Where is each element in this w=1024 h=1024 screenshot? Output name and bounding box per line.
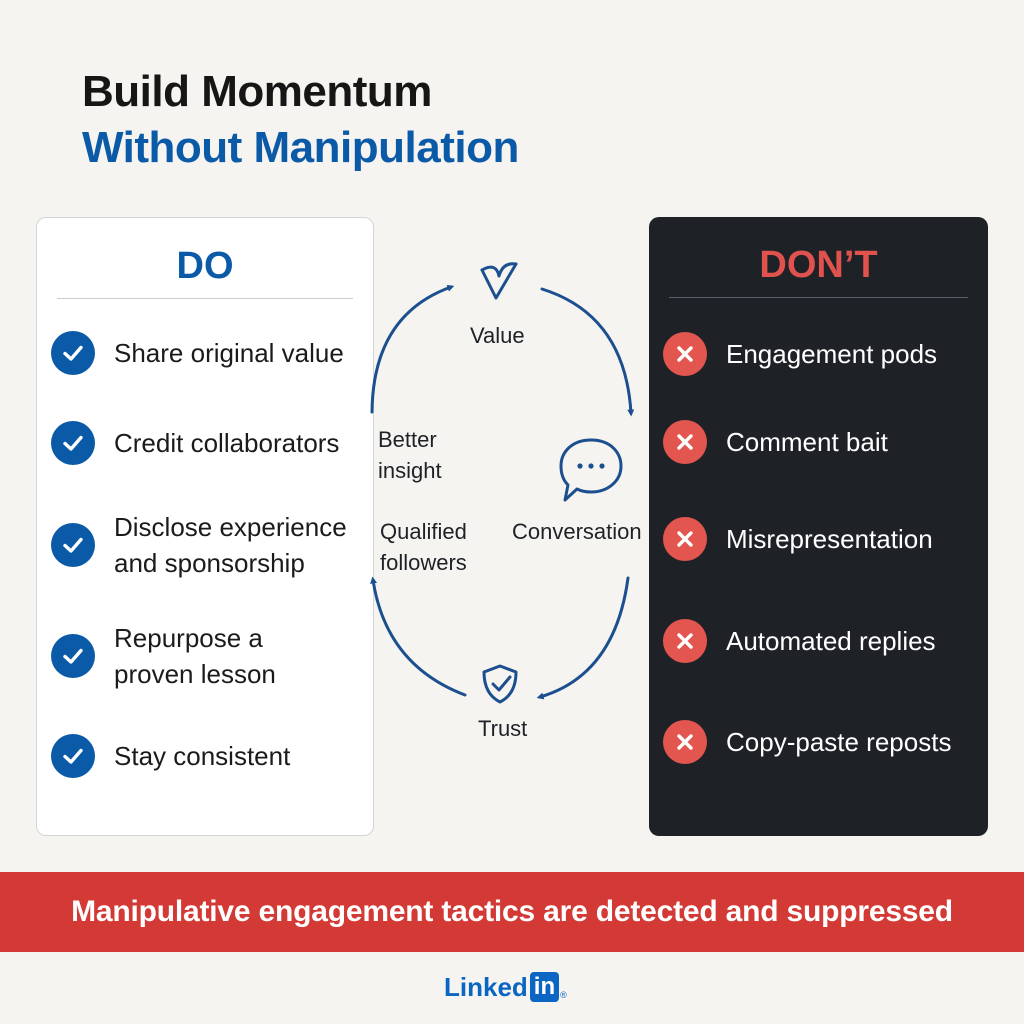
logo-wordmark: Linked (444, 971, 528, 1002)
x-icon (663, 517, 707, 561)
do-item: Disclose experience and sponsorship (51, 509, 365, 581)
dont-item-label: Comment bait (726, 427, 888, 457)
dont-item: Misrepresentation (663, 517, 980, 561)
dont-item-label: Misrepresentation (726, 524, 933, 554)
do-item-label: Repurpose a proven lesson (114, 623, 276, 689)
logo-in-box: in (529, 972, 560, 1002)
do-heading: DO (176, 245, 234, 287)
title-line-1: Build Momentum (82, 67, 432, 116)
do-item-label: Credit collaborators (114, 428, 340, 458)
do-item: Credit collaborators (51, 421, 365, 465)
check-icon (51, 734, 95, 778)
heart-check-icon (480, 262, 518, 300)
dont-item-label: Engagement pods (726, 339, 938, 369)
do-item-label: Stay consistent (114, 741, 291, 771)
cycle-label-trust: Trust (478, 716, 528, 741)
dont-item: Automated replies (663, 619, 980, 663)
do-item-label: Disclose experience and sponsorship (114, 512, 347, 578)
arrow-left-to-value (370, 284, 455, 414)
arrow-conversation-to-trust (536, 576, 630, 700)
check-icon (51, 634, 95, 678)
dont-item: Copy-paste reposts (663, 720, 980, 764)
page-title: Build Momentum Without Manipulation (82, 64, 519, 176)
arrow-trust-to-left (370, 576, 467, 697)
dont-item-label: Copy-paste reposts (726, 727, 952, 757)
check-icon (51, 523, 95, 567)
x-icon (663, 619, 707, 663)
x-icon (663, 720, 707, 764)
dont-item-label: Automated replies (726, 626, 936, 656)
arrow-value-to-conversation (540, 287, 635, 417)
cycle-label-qualified-followers: Qualified followers (380, 519, 467, 575)
x-icon (663, 332, 707, 376)
warning-banner: Manipulative engagement tactics are dete… (0, 872, 1024, 952)
chat-bubble-icon (559, 438, 623, 502)
dont-divider (669, 297, 968, 298)
do-divider (57, 298, 353, 299)
dont-item: Comment bait (663, 420, 980, 464)
shield-check-icon (482, 664, 518, 704)
do-item: Stay consistent (51, 734, 365, 778)
do-item: Share original value (51, 331, 365, 375)
dont-heading: DON’T (759, 244, 878, 286)
cycle-label-value: Value (470, 323, 525, 348)
title-line-2: Without Manipulation (82, 123, 519, 172)
x-icon (663, 420, 707, 464)
do-panel: DO Share original value Credit collabora… (36, 217, 374, 836)
warning-banner-text: Manipulative engagement tactics are dete… (71, 895, 953, 928)
logo-registered-mark: ® (560, 990, 567, 1000)
check-icon (51, 331, 95, 375)
cycle-label-better-insight: Better insight (378, 427, 442, 483)
linkedin-logo: Linked in ® (444, 970, 567, 1004)
check-icon (51, 421, 95, 465)
cycle-label-conversation: Conversation (512, 519, 642, 544)
do-item-label: Share original value (114, 338, 344, 368)
do-item: Repurpose a proven lesson (51, 620, 365, 692)
dont-panel: DON’T Engagement pods Comment bait Misre… (649, 217, 988, 836)
dont-item: Engagement pods (663, 332, 980, 376)
